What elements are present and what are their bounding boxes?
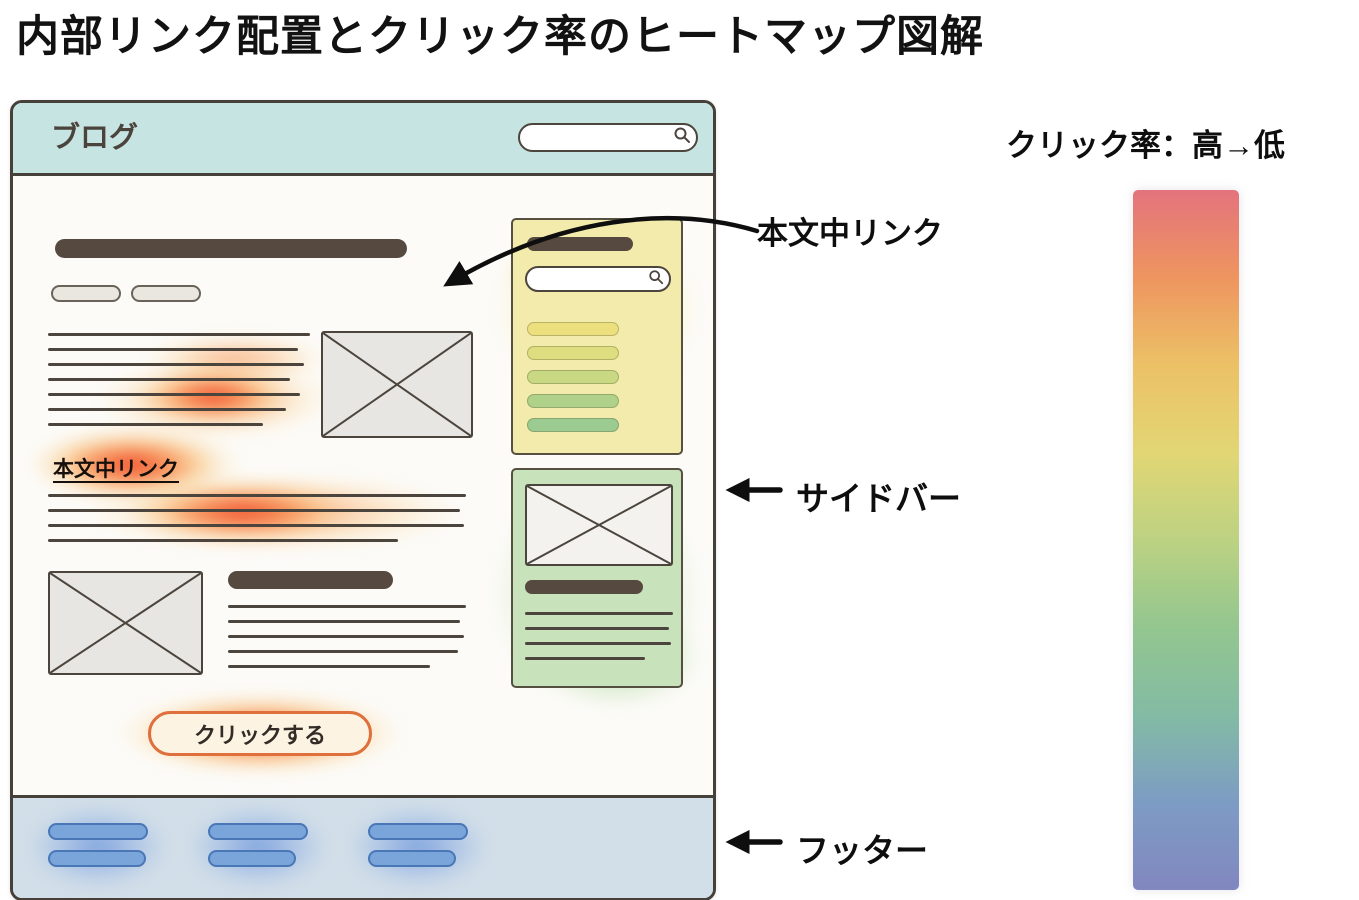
widget-title-bar	[525, 580, 643, 594]
browser-footer	[13, 795, 713, 898]
heat-glow	[188, 806, 328, 888]
x-placeholder-icon	[527, 486, 671, 564]
legend-gradient-bar	[1133, 190, 1239, 890]
image-placeholder	[525, 484, 673, 566]
heat-glow	[128, 483, 353, 541]
annotation-inline-link: 本文中リンク	[757, 216, 943, 251]
inline-link[interactable]: 本文中リンク	[53, 458, 179, 481]
heat-glow	[143, 335, 328, 383]
text-line	[48, 363, 304, 366]
footer-link-pill[interactable]	[48, 850, 146, 867]
text-line	[48, 524, 464, 527]
sidebar-link-pill[interactable]	[527, 322, 619, 336]
text-line	[48, 348, 298, 351]
footer-link-pill[interactable]	[368, 850, 456, 867]
text-line	[48, 494, 466, 497]
heat-glow	[348, 806, 488, 888]
text-line	[48, 378, 290, 381]
widget-title-bar	[527, 237, 633, 251]
footer-link-pill[interactable]	[48, 823, 148, 840]
cta-button[interactable]: クリックする	[148, 711, 372, 756]
text-line	[525, 642, 671, 645]
text-line	[48, 393, 300, 396]
text-line	[525, 612, 673, 615]
text-line	[48, 539, 398, 542]
legend-label: クリック率：高→低	[1006, 128, 1285, 163]
sidebar-link-pill[interactable]	[527, 418, 619, 432]
sidebar-link-pill[interactable]	[527, 394, 619, 408]
text-line	[228, 635, 464, 638]
curved-arrow-icon	[443, 215, 760, 287]
sidebar-widget-top	[511, 218, 683, 455]
search-icon	[673, 126, 691, 149]
search-icon	[648, 269, 664, 290]
footer-link-pill[interactable]	[368, 823, 468, 840]
image-placeholder	[48, 571, 203, 675]
text-line	[48, 423, 263, 426]
annotation-sidebar: サイドバー	[796, 480, 961, 517]
tag-pill	[131, 285, 201, 302]
left-arrow-icon	[725, 829, 783, 855]
image-placeholder	[321, 331, 473, 438]
annotation-footer: フッター	[796, 832, 928, 869]
site-title: ブログ	[51, 122, 139, 154]
figure-title: 内部リンク配置とクリック率のヒートマップ図解	[16, 13, 984, 61]
x-placeholder-icon	[50, 573, 201, 673]
text-line	[228, 620, 460, 623]
footer-link-pill[interactable]	[208, 850, 296, 867]
left-arrow-icon	[725, 477, 783, 503]
sidebar-link-pill[interactable]	[527, 370, 619, 384]
text-line	[48, 333, 310, 336]
text-line	[48, 408, 286, 411]
text-line	[228, 665, 430, 668]
subheading-bar	[228, 571, 393, 589]
x-placeholder-icon	[323, 333, 471, 436]
heat-glow	[28, 806, 168, 888]
text-line	[228, 605, 466, 608]
browser-header: ブログ	[13, 103, 713, 176]
sidebar-search-input[interactable]	[525, 266, 671, 292]
sidebar-widget-bottom	[511, 468, 683, 688]
header-search-input[interactable]	[518, 123, 698, 152]
tag-pill	[51, 285, 121, 302]
text-line	[48, 509, 460, 512]
article-title-bar	[55, 239, 407, 258]
text-line	[228, 650, 458, 653]
text-line	[525, 657, 645, 660]
footer-link-pill[interactable]	[208, 823, 308, 840]
text-line	[525, 627, 669, 630]
sidebar-link-pill[interactable]	[527, 346, 619, 360]
